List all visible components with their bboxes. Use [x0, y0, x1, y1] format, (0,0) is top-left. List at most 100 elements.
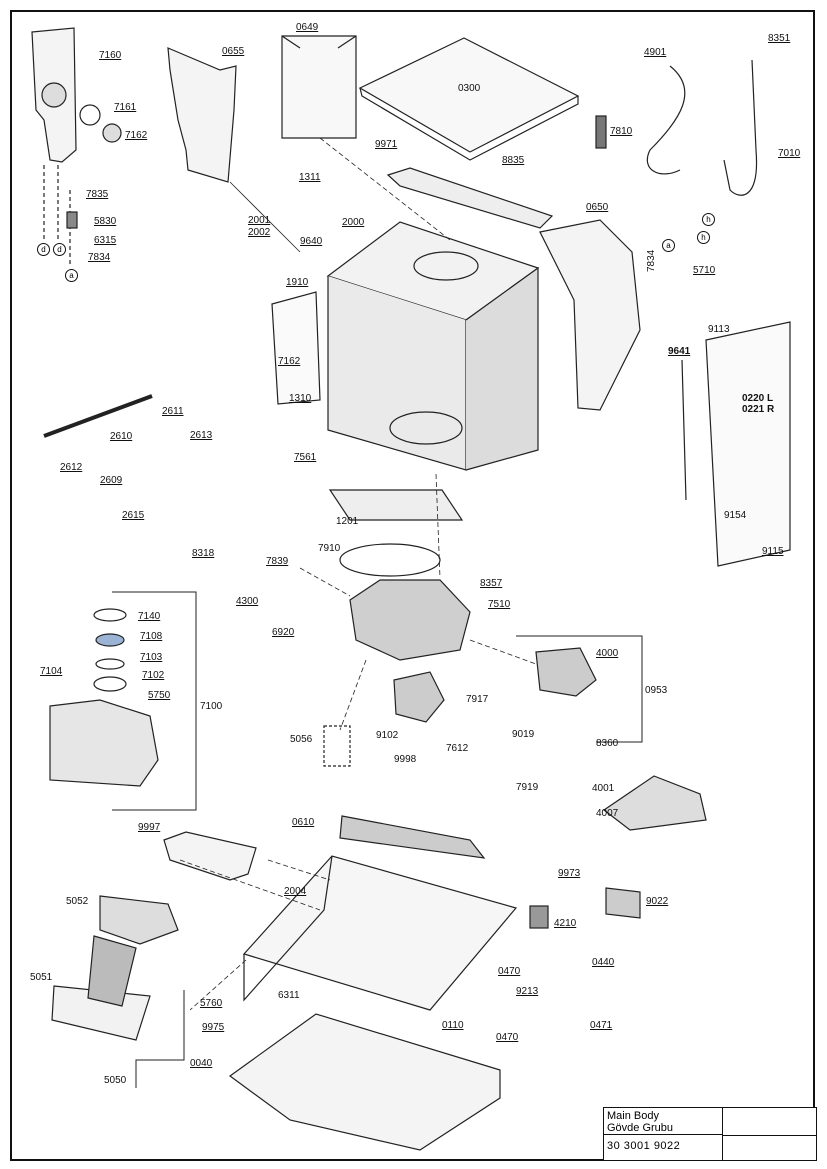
label-9997: 9997: [138, 822, 161, 833]
label-7161: 7161: [114, 102, 137, 113]
label-9154: 9154: [724, 510, 747, 521]
label-8835: 8835: [502, 155, 525, 166]
part-2004-base-frame: [242, 855, 518, 1011]
label-7162-a: 7162: [125, 130, 148, 141]
label-9640: 9640: [300, 236, 323, 247]
label-7100: 7100: [200, 701, 223, 712]
label-1910: 1910: [286, 277, 309, 288]
part-7910-seal: [339, 543, 441, 577]
label-2001: 2001: [248, 215, 271, 226]
label-5050: 5050: [104, 1075, 127, 1086]
label-5830: 5830: [94, 216, 117, 227]
part-1910-panel: [271, 291, 321, 405]
callout-d: d: [53, 243, 66, 256]
label-7510: 7510: [488, 599, 511, 610]
label-9019: 9019: [512, 729, 535, 740]
part-7010-cable: [723, 59, 758, 196]
label-7108: 7108: [140, 631, 163, 642]
title-block-names: Main Body Gövde Grubu: [604, 1108, 723, 1135]
title-block: Main Body Gövde Grubu 30 3001 9022: [603, 1107, 817, 1161]
callout-a: a: [662, 239, 675, 252]
label-1310: 1310: [289, 393, 312, 404]
label-4000: 4000: [596, 648, 619, 659]
label-0040: 0040: [190, 1058, 213, 1069]
label-0655: 0655: [222, 46, 245, 57]
label-7140: 7140: [138, 611, 161, 622]
title-tr: Gövde Grubu: [607, 1122, 674, 1134]
label-0953: 0953: [645, 685, 668, 696]
label-1311: 1311: [299, 172, 321, 183]
label-7834-b: 7834: [646, 249, 657, 272]
part-1201-bar: [328, 489, 464, 521]
label-6315: 6315: [94, 235, 117, 246]
label-9213: 9213: [516, 986, 539, 997]
label-7103: 7103: [140, 652, 163, 663]
label-8360: 8360: [596, 738, 619, 749]
label-0221-r: 0221 R: [742, 404, 775, 415]
label-7160: 7160: [99, 50, 122, 61]
label-2002: 2002: [248, 227, 271, 238]
label-7835: 7835: [86, 189, 109, 200]
label-7561: 7561: [294, 452, 317, 463]
label-1201: 1201: [336, 516, 359, 527]
label-0300: 0300: [458, 83, 481, 94]
drawing-code: 30 3001 9022: [604, 1135, 723, 1161]
part-9022-board: [605, 887, 641, 919]
label-8357: 8357: [480, 578, 503, 589]
part-9997-bracket: [163, 831, 257, 881]
label-9113: 9113: [708, 324, 730, 335]
label-7162-b: 7162: [278, 356, 301, 367]
label-0471: 0471: [590, 1020, 613, 1031]
label-0649: 0649: [296, 22, 319, 33]
callout-d: d: [37, 243, 50, 256]
label-2610: 2610: [110, 431, 133, 442]
label-7810: 7810: [610, 126, 633, 137]
part-7810-hose: [595, 115, 607, 149]
label-5750: 5750: [148, 690, 171, 701]
label-9975: 9975: [202, 1022, 225, 1033]
label-9641: 9641: [668, 346, 691, 357]
part-9998-pump: [393, 671, 445, 723]
label-6311: 6311: [278, 990, 300, 1001]
part-0220-door-panel: [705, 321, 791, 567]
callout-h: h: [697, 231, 710, 244]
part-0650-side-insulation: [539, 219, 641, 411]
label-9022: 9022: [646, 896, 669, 907]
part-4901-cable: [646, 65, 686, 175]
label-2004: 2004: [284, 886, 307, 897]
label-0470-b: 0470: [496, 1032, 519, 1043]
label-4300: 4300: [236, 596, 259, 607]
label-7104: 7104: [40, 666, 63, 677]
label-8318: 8318: [192, 548, 215, 559]
label-7834-a: 7834: [88, 252, 111, 263]
label-5051: 5051: [30, 972, 53, 983]
label-7839: 7839: [266, 556, 289, 567]
label-2615: 2615: [122, 510, 145, 521]
label-4901: 4901: [644, 47, 667, 58]
label-0110: 0110: [442, 1020, 464, 1031]
label-5760: 5760: [200, 998, 223, 1009]
label-2609: 2609: [100, 475, 123, 486]
label-5710: 5710: [693, 265, 716, 276]
part-0655-insulation: [167, 47, 237, 183]
label-4210: 4210: [554, 918, 577, 929]
label-7917: 7917: [466, 694, 489, 705]
label-4001: 4001: [592, 783, 615, 794]
label-7102: 7102: [142, 670, 165, 681]
part-9971-rail: [386, 167, 554, 229]
label-9998: 9998: [394, 754, 417, 765]
part-0610-strip: [339, 815, 486, 859]
label-0650: 0650: [586, 202, 609, 213]
label-5052: 5052: [66, 896, 89, 907]
callout-a: a: [65, 269, 78, 282]
label-2612: 2612: [60, 462, 83, 473]
label-9971: 9971: [375, 139, 398, 150]
part-4210-valve: [529, 905, 549, 929]
label-0470-a: 0470: [498, 966, 521, 977]
label-2613: 2613: [190, 430, 213, 441]
label-0220-l: 0220 L: [742, 393, 774, 404]
label-4007: 4007: [596, 808, 619, 819]
label-7612: 7612: [446, 743, 469, 754]
part-2610-rail: [43, 394, 153, 438]
